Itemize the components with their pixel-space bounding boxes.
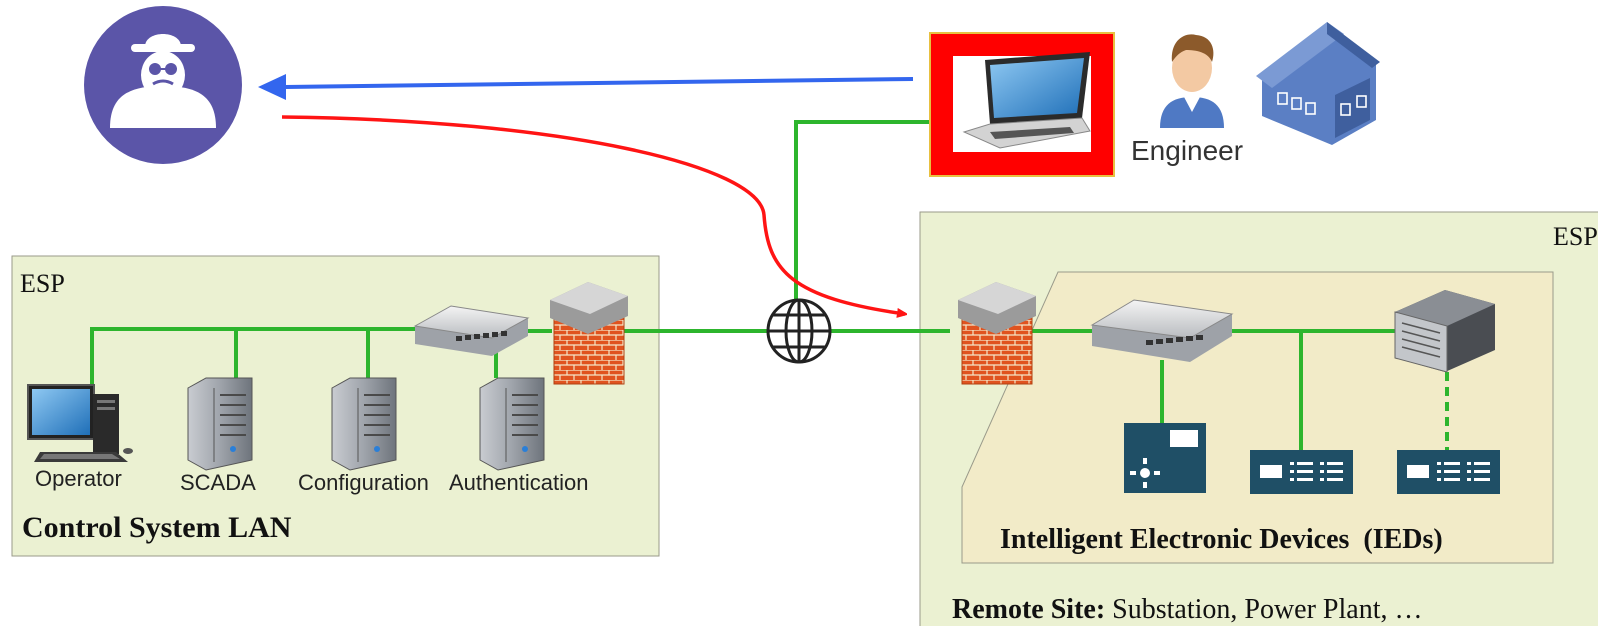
firewall-icon	[550, 282, 628, 385]
ied-device-icon	[1397, 450, 1500, 494]
attack-path-arrow	[281, 115, 905, 314]
firewall-icon	[958, 282, 1036, 385]
remote-site-caption: Remote Site: Substation, Power Plant, …	[952, 594, 1423, 625]
compromised-laptop	[929, 32, 1115, 177]
device-label-operator: Operator	[35, 466, 122, 491]
attacker-icon	[84, 6, 242, 164]
globe-icon	[766, 298, 832, 364]
device-label-scada: SCADA	[180, 470, 256, 495]
house-icon	[1256, 22, 1380, 145]
network-links	[90, 120, 1449, 450]
device-label-authentication: Authentication	[449, 470, 588, 495]
server-icon	[479, 377, 545, 471]
ied-device-icon	[1124, 423, 1206, 493]
ied-title: Intelligent Electronic Devices (IEDs)	[1000, 524, 1443, 555]
esp-label-left: ESP	[20, 269, 65, 298]
remote-site-bold: Remote Site:	[952, 594, 1105, 625]
server-icon	[187, 377, 253, 471]
device-label-configuration: Configuration	[298, 470, 429, 495]
ied-device-icon	[1250, 450, 1353, 494]
control-system-lan-title: Control System LAN	[22, 511, 292, 544]
switch-icon	[413, 305, 530, 356]
server-icon	[331, 377, 397, 471]
remote-site-zone: ESP Intelligent Electronic Devices (IEDs…	[919, 211, 1598, 626]
workstation-icon	[27, 384, 133, 462]
engineer-label: Engineer	[1131, 135, 1243, 166]
laptop-icon	[962, 52, 1091, 149]
engineer-icon	[1160, 34, 1224, 128]
remote-site-text: Substation, Power Plant, …	[1105, 594, 1422, 625]
rack-server-icon	[1394, 290, 1495, 373]
switch-icon	[1090, 299, 1234, 362]
esp-label-right: ESP	[1553, 222, 1598, 251]
exfiltration-arrow	[258, 74, 914, 100]
